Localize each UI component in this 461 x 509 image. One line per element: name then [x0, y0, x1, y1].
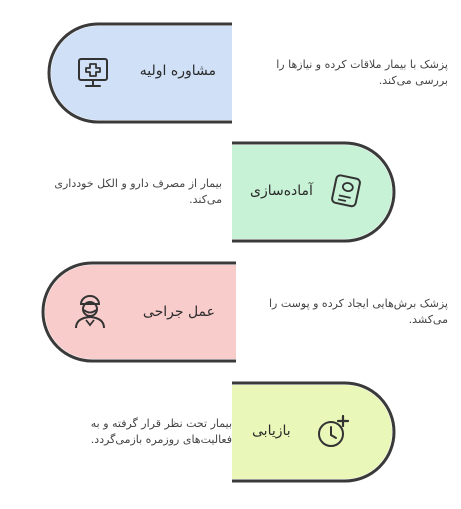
- medical-monitor-icon: [78, 58, 108, 87]
- step-2-description-line-1: بیمار از مصرف دارو و الکل خودداری: [54, 177, 222, 190]
- step-4-description: بیمار تحت نظر قرار گرفته و به فعالیت‌های…: [27, 416, 232, 448]
- step-4-description-line-1: بیمار تحت نظر قرار گرفته و به: [90, 417, 232, 430]
- step-3-description: پزشک برش‌هایی ایجاد کرده و پوست را می‌کش…: [243, 296, 448, 328]
- step-1-description: پزشک با بیمار ملاقات کرده و نیازها را بر…: [243, 57, 448, 89]
- step-1-title: مشاوره اولیه: [139, 63, 216, 79]
- step-1-shape: [47, 22, 232, 124]
- step-3-shape: [41, 261, 236, 363]
- step-4-description-line-2: فعالیت‌های روزمره بازمی‌گردد.: [90, 433, 232, 446]
- step-4-shape: [232, 381, 396, 483]
- surgeon-icon: [75, 295, 105, 329]
- step-1-description-line-2: بررسی می‌کند.: [378, 74, 448, 87]
- step-2-shape: [232, 141, 396, 243]
- step-3-description-line-2: می‌کشد.: [408, 313, 448, 326]
- step-2-title: آماده‌سازی: [250, 183, 313, 199]
- step-2-description-line-2: می‌کند.: [189, 193, 222, 206]
- recovery-clock-icon: [318, 414, 350, 447]
- step-2-description: بیمار از مصرف دارو و الکل خودداری می‌کند…: [17, 176, 222, 208]
- prescription-icon: [331, 174, 361, 208]
- step-3-description-line-1: پزشک برش‌هایی ایجاد کرده و پوست را: [269, 297, 448, 310]
- step-1-description-line-1: پزشک با بیمار ملاقات کرده و نیازها را: [276, 58, 448, 71]
- step-3-title: عمل جراحی: [142, 304, 215, 320]
- step-4-title: بازیابی: [252, 423, 291, 439]
